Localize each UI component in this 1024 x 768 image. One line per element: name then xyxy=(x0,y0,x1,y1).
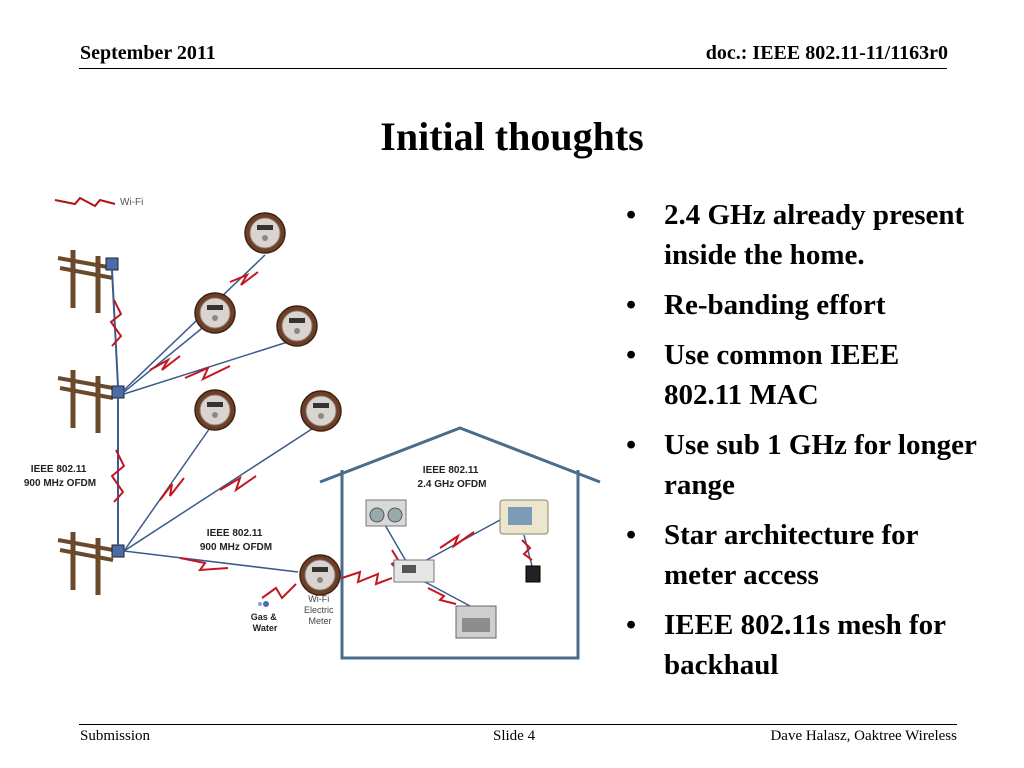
header-doc-id: doc.: IEEE 802.11-11/1163r0 xyxy=(705,42,948,64)
header-divider xyxy=(79,68,947,69)
meter-icon xyxy=(194,389,236,431)
access-point-bottom xyxy=(111,544,125,558)
bullet-text: Use sub 1 GHz for longer range xyxy=(664,429,977,501)
house-network-label: IEEE 802.11 2.4 GHz OFDM xyxy=(418,465,487,490)
slide-title: Initial thoughts xyxy=(380,114,644,159)
wifi-meter-label: Wi-Fi Electric Meter xyxy=(304,594,336,626)
utility-pole-bottom xyxy=(58,532,113,595)
gateway-hub-icon xyxy=(393,559,435,583)
wifi-electric-meter-icon xyxy=(299,554,341,596)
legend-wifi: Wi-Fi xyxy=(54,196,143,208)
footer-divider xyxy=(79,724,957,725)
bullet-text: IEEE 802.11s mesh for backhaul xyxy=(664,609,946,681)
header-date: September 2011 xyxy=(80,42,216,64)
access-point-middle xyxy=(111,385,125,399)
bullet-text: Star architecture for meter access xyxy=(664,519,918,591)
smart-plug-icon xyxy=(525,565,541,583)
meter-icon xyxy=(244,212,286,254)
bullet-item: •2.4 GHz already present inside the home… xyxy=(626,199,965,271)
range-oven-icon xyxy=(455,605,497,639)
footer-slide-number: Slide 4 xyxy=(493,728,536,744)
access-point-top xyxy=(105,257,119,271)
left-link-label: IEEE 802.11 900 MHz OFDM xyxy=(24,464,96,489)
thermostat-display-icon xyxy=(499,499,549,535)
gas-water-label: Gas & Water xyxy=(251,612,280,633)
bullet-item: •Use sub 1 GHz for longer range xyxy=(626,429,977,501)
bullet-item: •Star architecture for meter access xyxy=(626,519,918,591)
washer-dryer-icon xyxy=(365,499,407,527)
meter-icon xyxy=(300,390,342,432)
bullet-item: •Re-banding effort xyxy=(626,289,886,321)
bullet-text: Re-banding effort xyxy=(664,289,886,321)
bullet-list: •2.4 GHz already present inside the home… xyxy=(620,195,980,695)
gas-water-sensor-icon xyxy=(258,601,269,607)
meter-icon xyxy=(194,292,236,334)
bullet-item: •IEEE 802.11s mesh for backhaul xyxy=(626,609,946,681)
footer-author: Dave Halasz, Oaktree Wireless xyxy=(770,728,957,744)
bullet-item: •Use common IEEE 802.11 MAC xyxy=(626,339,900,411)
footer-submission: Submission xyxy=(80,728,151,744)
meter-icon xyxy=(276,305,318,347)
meter-link-label: IEEE 802.11 900 MHz OFDM xyxy=(200,528,272,553)
backhaul-links xyxy=(109,269,126,545)
meter-links xyxy=(123,254,319,600)
bullet-text: Use common IEEE 802.11 MAC xyxy=(664,339,900,411)
legend-wifi-label: Wi-Fi xyxy=(120,197,143,208)
bullet-text: 2.4 GHz already present inside the home. xyxy=(664,199,965,271)
house-outline xyxy=(319,426,601,660)
smart-grid-diagram: Wi-Fi IEEE 80 xyxy=(24,196,601,660)
utility-pole-middle xyxy=(58,370,113,433)
utility-pole-top xyxy=(58,250,113,313)
